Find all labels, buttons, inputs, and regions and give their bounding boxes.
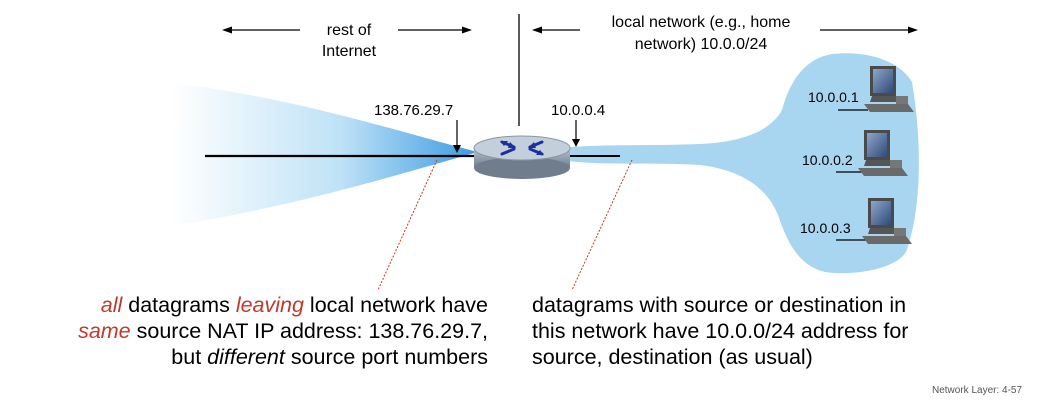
left-annotation-line bbox=[377, 159, 438, 291]
highlight-same: same bbox=[78, 319, 131, 343]
host-ip-label: 10.0.0.2 bbox=[802, 152, 853, 168]
host-pc-2-icon bbox=[836, 130, 908, 176]
highlight-leaving: leaving bbox=[235, 293, 304, 317]
host-pc-1-icon bbox=[838, 66, 914, 112]
left-caption-line-1: all datagrams leaving local network have bbox=[100, 293, 488, 317]
left-caption-line-3: but different source port numbers bbox=[171, 345, 488, 369]
router-icon bbox=[473, 135, 571, 179]
right-caption-line-3: source, destination (as usual) bbox=[532, 345, 813, 369]
host-pc-3-icon bbox=[836, 198, 912, 244]
router-wan-ip-label: 138.76.29.7 bbox=[374, 102, 454, 119]
right-annotation-line bbox=[571, 159, 633, 291]
highlight-all: all bbox=[100, 293, 123, 317]
left-caption: all datagrams leaving local network have… bbox=[8, 292, 488, 370]
wan-beam bbox=[172, 83, 478, 226]
right-caption-line-2: this network have 10.0.0/24 address for bbox=[532, 319, 909, 343]
host-ip-label: 10.0.0.3 bbox=[800, 220, 851, 236]
host-ip-label: 10.0.0.1 bbox=[808, 89, 859, 105]
right-caption: datagrams with source or destination in … bbox=[532, 292, 908, 370]
slide-footer: Network Layer: 4-57 bbox=[932, 385, 1023, 396]
emphasis-different: different bbox=[207, 345, 285, 369]
rest-of-internet-label: rest of Internet bbox=[321, 22, 377, 60]
local-network-label: local network (e.g., home network) 10.0.… bbox=[611, 14, 791, 53]
left-caption-line-2: same source NAT IP address: 138.76.29.7, bbox=[78, 319, 488, 343]
lan-cloud bbox=[560, 53, 919, 274]
right-caption-line-1: datagrams with source or destination in bbox=[532, 293, 907, 317]
router-lan-ip-label: 10.0.0.4 bbox=[551, 102, 606, 119]
